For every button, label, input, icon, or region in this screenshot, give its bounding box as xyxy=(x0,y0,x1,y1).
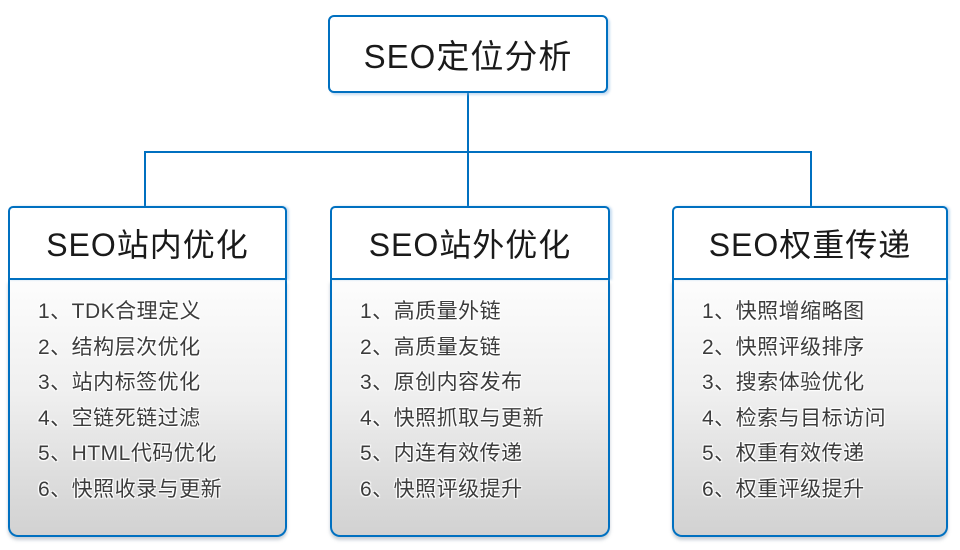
column-onsite-header: SEO站内优化 xyxy=(8,206,287,280)
column-onsite-list: 1、TDK合理定义 2、结构层次优化 3、站内标签优化 4、空链死链过滤 5、H… xyxy=(8,280,287,537)
connector-middle-vertical xyxy=(467,151,469,207)
list-item: 3、原创内容发布 xyxy=(360,371,523,394)
list-item: 2、结构层次优化 xyxy=(38,335,201,359)
column-weight-transfer: SEO权重传递 1、快照增缩略图 2、快照评级排序 3、搜索体验优化 4、检索与… xyxy=(672,206,948,537)
list-item: 5、权重有效传递 xyxy=(702,442,865,465)
list-item: 1、TDK合理定义 xyxy=(38,300,202,323)
list-item: 2、快照评级排序 xyxy=(702,335,865,359)
column-offsite-title: SEO站外优化 xyxy=(368,227,572,263)
column-offsite-list: 1、高质量外链 2、高质量友链 3、原创内容发布 4、快照抓取与更新 5、内连有… xyxy=(330,280,610,537)
list-item: 6、权重评级提升 xyxy=(702,477,865,501)
column-offsite-header: SEO站外优化 xyxy=(330,206,610,280)
list-item: 6、快照收录与更新 xyxy=(38,477,223,501)
connector-left-vertical xyxy=(144,151,146,207)
list-item: 3、搜索体验优化 xyxy=(702,371,865,394)
column-onsite-title: SEO站内优化 xyxy=(46,227,249,263)
root-node-title: SEO定位分析 xyxy=(363,38,573,75)
connector-root-vertical xyxy=(467,93,469,153)
list-item: 6、快照评级提升 xyxy=(360,477,523,501)
list-item: 5、HTML代码优化 xyxy=(38,442,217,465)
list-item: 4、空链死链过滤 xyxy=(38,406,201,430)
column-weight-list: 1、快照增缩略图 2、快照评级排序 3、搜索体验优化 4、检索与目标访问 5、权… xyxy=(672,280,948,537)
list-item: 3、站内标签优化 xyxy=(38,371,201,394)
list-item: 1、快照增缩略图 xyxy=(702,300,865,323)
connector-horizontal-bar xyxy=(144,151,812,153)
column-onsite-optimization: SEO站内优化 1、TDK合理定义 2、结构层次优化 3、站内标签优化 4、空链… xyxy=(8,206,287,537)
list-item: 2、高质量友链 xyxy=(360,335,502,359)
column-weight-header: SEO权重传递 xyxy=(672,206,948,280)
list-item: 5、内连有效传递 xyxy=(360,442,523,465)
column-weight-title: SEO权重传递 xyxy=(708,227,912,263)
column-offsite-optimization: SEO站外优化 1、高质量外链 2、高质量友链 3、原创内容发布 4、快照抓取与… xyxy=(330,206,610,537)
list-item: 4、检索与目标访问 xyxy=(702,406,887,430)
list-item: 1、高质量外链 xyxy=(360,300,502,323)
connector-right-vertical xyxy=(810,151,812,207)
list-item: 4、快照抓取与更新 xyxy=(360,406,545,430)
root-node: SEO定位分析 xyxy=(328,15,608,93)
